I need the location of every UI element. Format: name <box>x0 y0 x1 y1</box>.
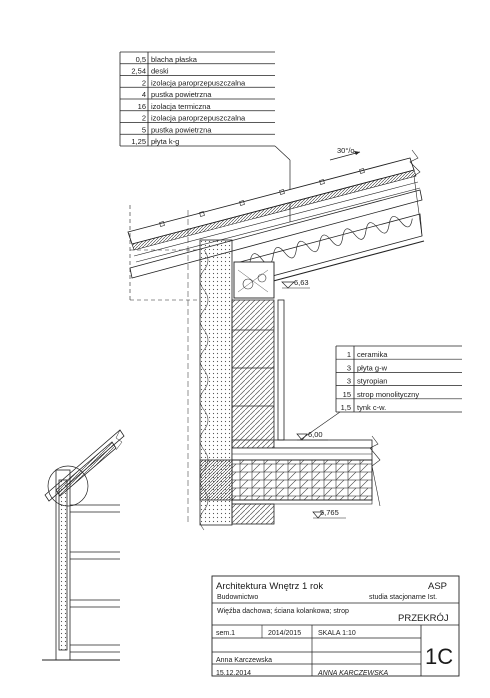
floor-layer-material: styropian <box>357 377 387 386</box>
level-marker-bottom: 5,765 <box>312 508 346 519</box>
sheet-code: 1C <box>425 644 453 669</box>
roof-slope-label: 30°/o <box>337 146 355 155</box>
floor-layer-thickness: 1,5 <box>341 403 351 412</box>
floor-layer-thickness: 3 <box>347 377 351 386</box>
scale-text: SKALA 1:10 <box>318 630 356 637</box>
floor-layer-material: ceramika <box>357 350 388 359</box>
floor-slab-section <box>199 435 381 525</box>
floor-layer-material: strop monolityczny <box>357 390 419 399</box>
level-label-floor: 6,00 <box>308 430 323 439</box>
floor-layer-thickness: 15 <box>343 390 351 399</box>
roof-layer-material: izolacja termiczna <box>151 102 211 111</box>
roof-layer-material: blacha płaska <box>151 55 198 64</box>
roof-layer-material: izolacja paroprzepuszczalna <box>151 78 246 87</box>
author-text: Anna Karczewska <box>216 657 272 664</box>
roof-layer-thickness: 4 <box>142 90 146 99</box>
roof-layer-thickness: 0,5 <box>136 55 146 64</box>
subject-text: Budownictwo <box>217 594 258 601</box>
roof-layer-thickness: 2 <box>142 78 146 87</box>
roof-layer-material: pustka powietrzna <box>151 90 212 99</box>
floor-layer-legend: 1 ceramika 3 płyta g-w 3 styropian 15 strop mon… <box>299 345 462 441</box>
floor-layer-thickness: 3 <box>347 363 351 372</box>
roof-section: 30°/o <box>127 146 425 301</box>
roof-layer-thickness: 5 <box>142 125 146 134</box>
roof-layer-material: izolacja paroprzepuszczalna <box>151 114 246 123</box>
level-label-bottom: 5,765 <box>320 508 339 517</box>
roof-layer-material: płyta k-g <box>151 137 179 146</box>
floor-layer-material: płyta g-w <box>357 363 388 372</box>
study-mode-text: studia stacjonarne Ist. <box>369 594 437 601</box>
roof-layer-thickness: 1,25 <box>131 137 146 146</box>
title-block: Architektura Wnętrz 1 rok ASP Budownictw… <box>211 575 460 677</box>
academic-year-text: 2014/2015 <box>268 630 301 637</box>
roof-layer-material: pustka powietrzna <box>151 125 212 134</box>
key-plan-section <box>42 429 125 661</box>
level-marker-top: 6,63 <box>281 278 310 289</box>
roof-layer-thickness: 2 <box>142 114 146 123</box>
signature-text: ANNA KARCZEWSKA <box>317 670 388 677</box>
roof-layer-thickness: 2,54 <box>131 67 146 76</box>
floor-layer-material: tynk c-w. <box>357 403 386 412</box>
school-text: ASP <box>428 581 447 592</box>
drawing-type-text: PRZEKRÓJ <box>398 613 449 624</box>
level-label-top: 6,63 <box>294 278 309 287</box>
description-text: Więźba dachowa; ściana kolankowa; strop <box>217 608 349 615</box>
roof-layer-thickness: 16 <box>138 102 146 111</box>
floor-layer-thickness: 1 <box>347 350 351 359</box>
semester-text: sem.1 <box>216 630 235 637</box>
roof-layer-material: deski <box>151 67 169 76</box>
date-text: 15.12.2014 <box>216 670 251 677</box>
roof-layer-legend: 0,5 blacha płaska 2,54 deski 2 izolacja parop… <box>119 51 291 222</box>
title-text: Architektura Wnętrz 1 rok <box>216 581 323 592</box>
